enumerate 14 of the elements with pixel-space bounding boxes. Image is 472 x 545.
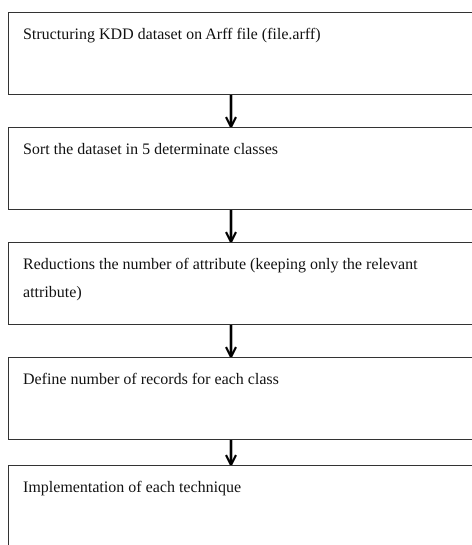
step-text: Implementation of each technique [23, 478, 242, 498]
step-text: Sort the dataset in 5 determinate classes [23, 140, 280, 160]
arrow [224, 325, 238, 358]
arrow [224, 210, 238, 244]
arrow [224, 440, 238, 466]
step-text: Structuring KDD dataset on Arff file (file.arff) [23, 25, 322, 45]
process-box [8, 242, 472, 325]
arrow [224, 95, 238, 128]
process-box [8, 357, 472, 440]
process-box [8, 127, 472, 210]
step-text: Reductions the number of attribute (keeping only the relevant attribute) [23, 255, 419, 303]
step-text: Define number of records for each class [23, 370, 280, 390]
process-box [8, 465, 472, 545]
process-box [8, 12, 472, 95]
